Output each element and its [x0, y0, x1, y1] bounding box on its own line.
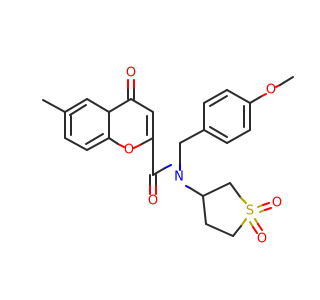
bond: [64, 98, 88, 113]
methoxy-oxygen-label: O: [266, 83, 276, 98]
bond: [164, 164, 172, 169]
bond: [209, 95, 228, 107]
bond: [86, 98, 110, 113]
bond: [226, 129, 251, 144]
bond: [209, 126, 228, 138]
bond: [133, 144, 141, 149]
bond: [202, 182, 231, 197]
amide-nitrogen-label: N: [174, 170, 184, 185]
sulfolane-ring: [202, 182, 247, 237]
bond: [108, 137, 119, 145]
bond: [203, 89, 228, 104]
sulfonyl-oxygen-label: O: [257, 232, 267, 247]
molecule-canvas: O O O N O S O O: [42, 65, 294, 247]
bond: [130, 98, 154, 113]
pyranone-ring: [108, 98, 154, 149]
bond: [240, 218, 247, 227]
bond: [205, 223, 234, 237]
sulfur-label: S: [246, 204, 254, 219]
bond: [85, 133, 104, 145]
bond: [117, 143, 125, 148]
bond: [203, 129, 228, 144]
ketone-oxygen-label: O: [126, 66, 136, 81]
sulfonyl-bond: [262, 202, 270, 206]
bond: [232, 225, 242, 237]
ring-oxygen-label: O: [124, 143, 134, 158]
molecule-structure: O O O N O S O O: [42, 66, 294, 247]
bond: [69, 104, 87, 116]
bond: [202, 195, 207, 225]
methyl-bond: [42, 99, 66, 113]
amide-oxygen-label: O: [148, 194, 158, 209]
sulfonyl-bond: [257, 223, 263, 231]
methoxy-bond: [261, 93, 267, 97]
sulfonyl-bond: [264, 207, 272, 211]
bond: [189, 187, 204, 197]
bond: [229, 182, 242, 199]
sulfonyl-bond: [252, 226, 258, 234]
sulfonyl-oxygen-label: O: [272, 196, 282, 211]
bond: [64, 137, 88, 151]
bond: [240, 197, 247, 204]
methoxy-bond: [249, 95, 263, 104]
bond: [179, 129, 205, 144]
benzene-ring: [64, 98, 110, 151]
bond: [152, 167, 166, 176]
methoxyphenyl-ring: [203, 89, 251, 144]
bond: [86, 137, 110, 151]
bond: [108, 98, 132, 113]
methoxy-bond: [279, 76, 294, 86]
bond: [226, 89, 251, 104]
bond: [139, 137, 154, 146]
